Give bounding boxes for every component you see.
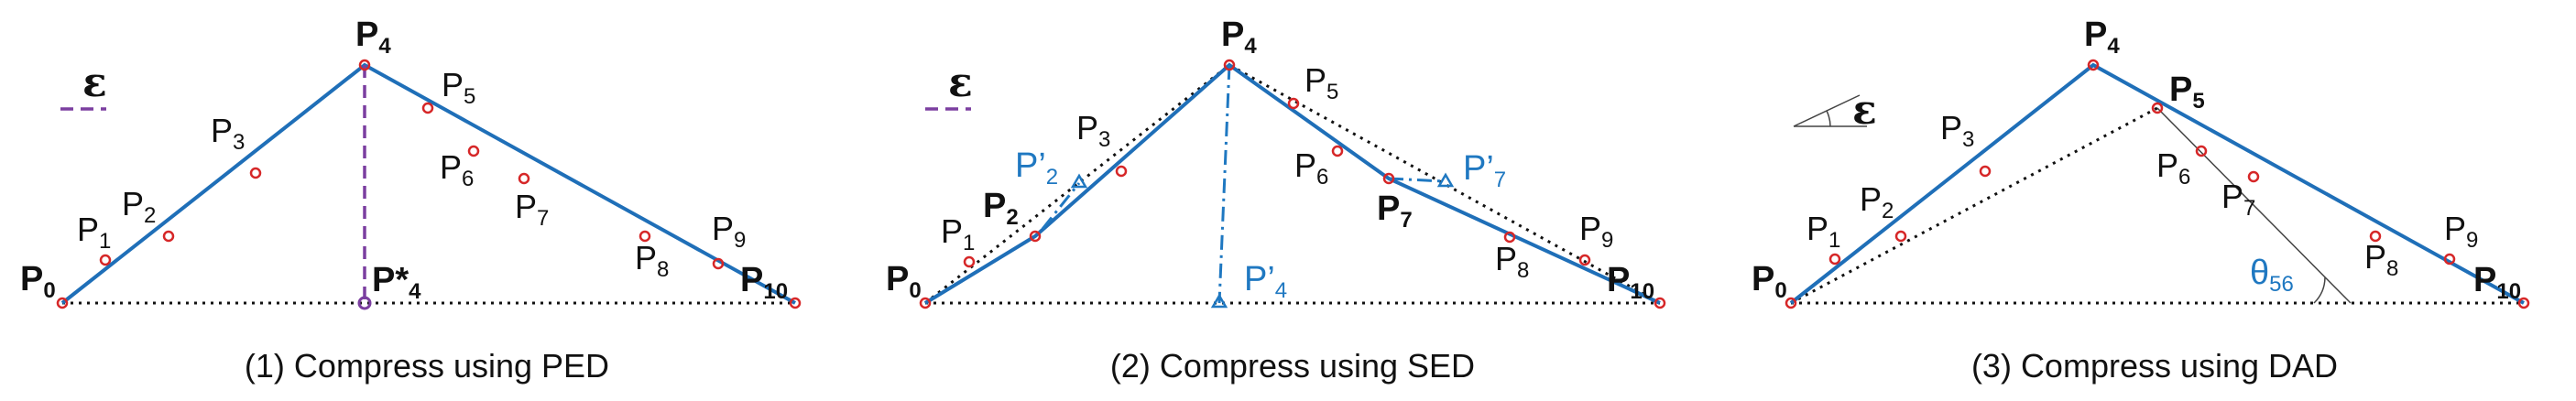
point-p7: [2247, 170, 2260, 183]
point-p4: [2087, 59, 2100, 71]
sed-distance-p7: [1388, 177, 1445, 183]
sed-distance-p4: [1217, 64, 1231, 304]
angle-epsilon-legend: ε: [1793, 87, 1877, 134]
label-p3: P3: [1076, 109, 1110, 152]
point-p5: [2151, 102, 2164, 114]
label-p6: P6: [440, 148, 474, 191]
label-p4: P4: [2084, 16, 2120, 59]
point-p4: [358, 59, 371, 71]
label-pprime2: P’2: [1015, 146, 1058, 190]
point-p10: [1654, 297, 1666, 309]
label-p0: P0: [886, 260, 922, 303]
label-p2: P2: [983, 187, 1019, 230]
point-p6: [1331, 145, 1344, 157]
epsilon-symbol: ε: [82, 60, 107, 106]
point-p1: [963, 255, 976, 268]
dotted-p0-p5: [1790, 106, 2158, 305]
epsilon-legend: ε: [60, 60, 107, 111]
label-p1: P1: [1806, 210, 1840, 253]
label-p3: P3: [211, 112, 245, 155]
label-p10: P10: [2473, 261, 2521, 304]
label-p10: P10: [740, 261, 788, 304]
point-p8: [639, 230, 651, 243]
label-p6: P6: [2156, 146, 2190, 190]
label-p9: P9: [712, 210, 746, 253]
point-pprime4: [1210, 293, 1228, 309]
point-p5: [421, 102, 434, 114]
point-p3: [249, 167, 262, 179]
label-theta56: θ56: [2250, 254, 2294, 297]
label-p3: P3: [1940, 109, 1974, 152]
label-p8: P8: [1495, 240, 1529, 283]
label-pstar4: P*4: [372, 261, 421, 304]
point-pstar4: [357, 296, 372, 310]
label-p10: P10: [1607, 261, 1654, 304]
point-p9: [712, 257, 725, 270]
direction-p5-p6-extension: [2156, 107, 2352, 304]
theta-angle-arc: [2313, 276, 2326, 304]
point-p6: [467, 145, 480, 157]
point-p0: [56, 297, 69, 309]
epsilon-symbol: ε: [1852, 87, 1877, 134]
point-pprime7: [1436, 172, 1455, 188]
label-p5: P5: [2169, 70, 2205, 114]
label-p9: P9: [2444, 210, 2478, 253]
panel-ped: ε P0 P1 P2 P3 P4 P5 P6 P7 P8 P9 P10 P*4 …: [20, 16, 802, 385]
point-p3: [1979, 165, 1992, 178]
point-p3: [1115, 165, 1128, 178]
label-p8: P8: [2364, 238, 2398, 281]
point-p7: [1382, 172, 1395, 185]
label-p6: P6: [1294, 146, 1328, 190]
label-p9: P9: [1579, 210, 1613, 253]
point-p4: [1223, 59, 1236, 71]
label-p7: P7: [1377, 190, 1413, 233]
compressed-trajectory: [1789, 62, 2525, 305]
label-p8: P8: [635, 239, 669, 282]
angle-legend-arc: [1826, 110, 1831, 127]
label-p0: P0: [1752, 260, 1787, 303]
caption-ped: (1) Compress using PED: [245, 347, 609, 385]
point-p2: [1029, 230, 1042, 243]
label-p5: P5: [1304, 61, 1338, 104]
label-p2: P2: [122, 185, 156, 228]
label-p5: P5: [442, 66, 475, 109]
point-p7: [518, 172, 530, 185]
label-pprime7: P’7: [1463, 149, 1506, 192]
sed-distance-p2: [1041, 182, 1081, 230]
point-p6: [2195, 145, 2208, 157]
label-p4: P4: [1221, 16, 1257, 59]
point-p2: [1894, 230, 1907, 243]
label-p2: P2: [1860, 180, 1894, 223]
point-p10: [789, 297, 802, 309]
compressed-trajectory: [60, 62, 796, 305]
panel-sed: ε P0 P1 P2 P3 P4 P5 P6 P7 P8 P9 P10 P’2 …: [886, 16, 1666, 385]
label-p4: P4: [355, 16, 391, 59]
point-p10: [2517, 297, 2530, 309]
epsilon-symbol: ε: [948, 60, 973, 106]
caption-dad: (3) Compress using DAD: [1971, 347, 2338, 385]
point-p9: [1578, 254, 1591, 266]
epsilon-legend: ε: [925, 60, 973, 111]
label-pprime4: P’4: [1244, 260, 1287, 303]
label-p1: P1: [77, 211, 111, 254]
label-p7: P7: [2221, 178, 2255, 221]
point-pprime2: [1070, 173, 1088, 189]
point-p0: [919, 297, 932, 309]
point-p1: [99, 254, 112, 266]
point-p0: [1785, 297, 1797, 309]
point-p2: [162, 230, 175, 243]
point-p1: [1828, 253, 1841, 266]
caption-sed: (2) Compress using SED: [1110, 347, 1475, 385]
label-p1: P1: [941, 212, 975, 255]
panel-dad: ε P0 P1 P2 P3 P4 P5 P6 P7 P8 P9 P10 θ56 …: [1752, 16, 2530, 385]
point-p9: [2443, 253, 2456, 266]
point-p8: [2369, 230, 2382, 243]
label-p7: P7: [515, 188, 549, 231]
label-p0: P0: [20, 260, 56, 303]
point-p5: [1287, 97, 1300, 110]
point-p8: [1503, 231, 1516, 244]
